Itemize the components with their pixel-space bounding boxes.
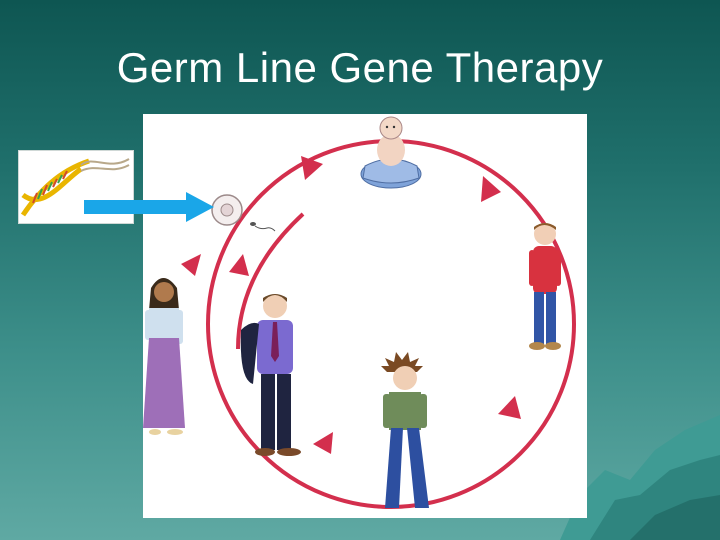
transfer-arrow-icon	[84, 192, 214, 222]
egg-cell-icon	[211, 194, 243, 226]
teen-icon	[381, 352, 429, 508]
slide-title: Germ Line Gene Therapy	[116, 44, 604, 91]
arrow-bottom-right-icon	[498, 396, 521, 419]
life-cycle-arrows	[181, 156, 521, 454]
arrow-bottom-left-icon	[313, 432, 333, 454]
inner-cycle-branch	[236, 212, 305, 350]
man-icon	[240, 294, 301, 456]
baby-icon	[360, 116, 422, 189]
sperm-icon	[250, 222, 276, 232]
arrow-top-left-icon	[301, 156, 323, 180]
life-cycle-diagram	[143, 116, 576, 509]
dna-helix-icon	[20, 158, 130, 217]
arrow-top-right-icon	[481, 176, 501, 202]
arrow-inner-icon	[229, 254, 249, 276]
boy-icon	[529, 223, 561, 350]
life-cycle-panel	[143, 114, 587, 518]
woman-icon	[143, 278, 185, 435]
arrow-left-icon	[181, 254, 201, 276]
mountain-decoration	[560, 415, 720, 540]
